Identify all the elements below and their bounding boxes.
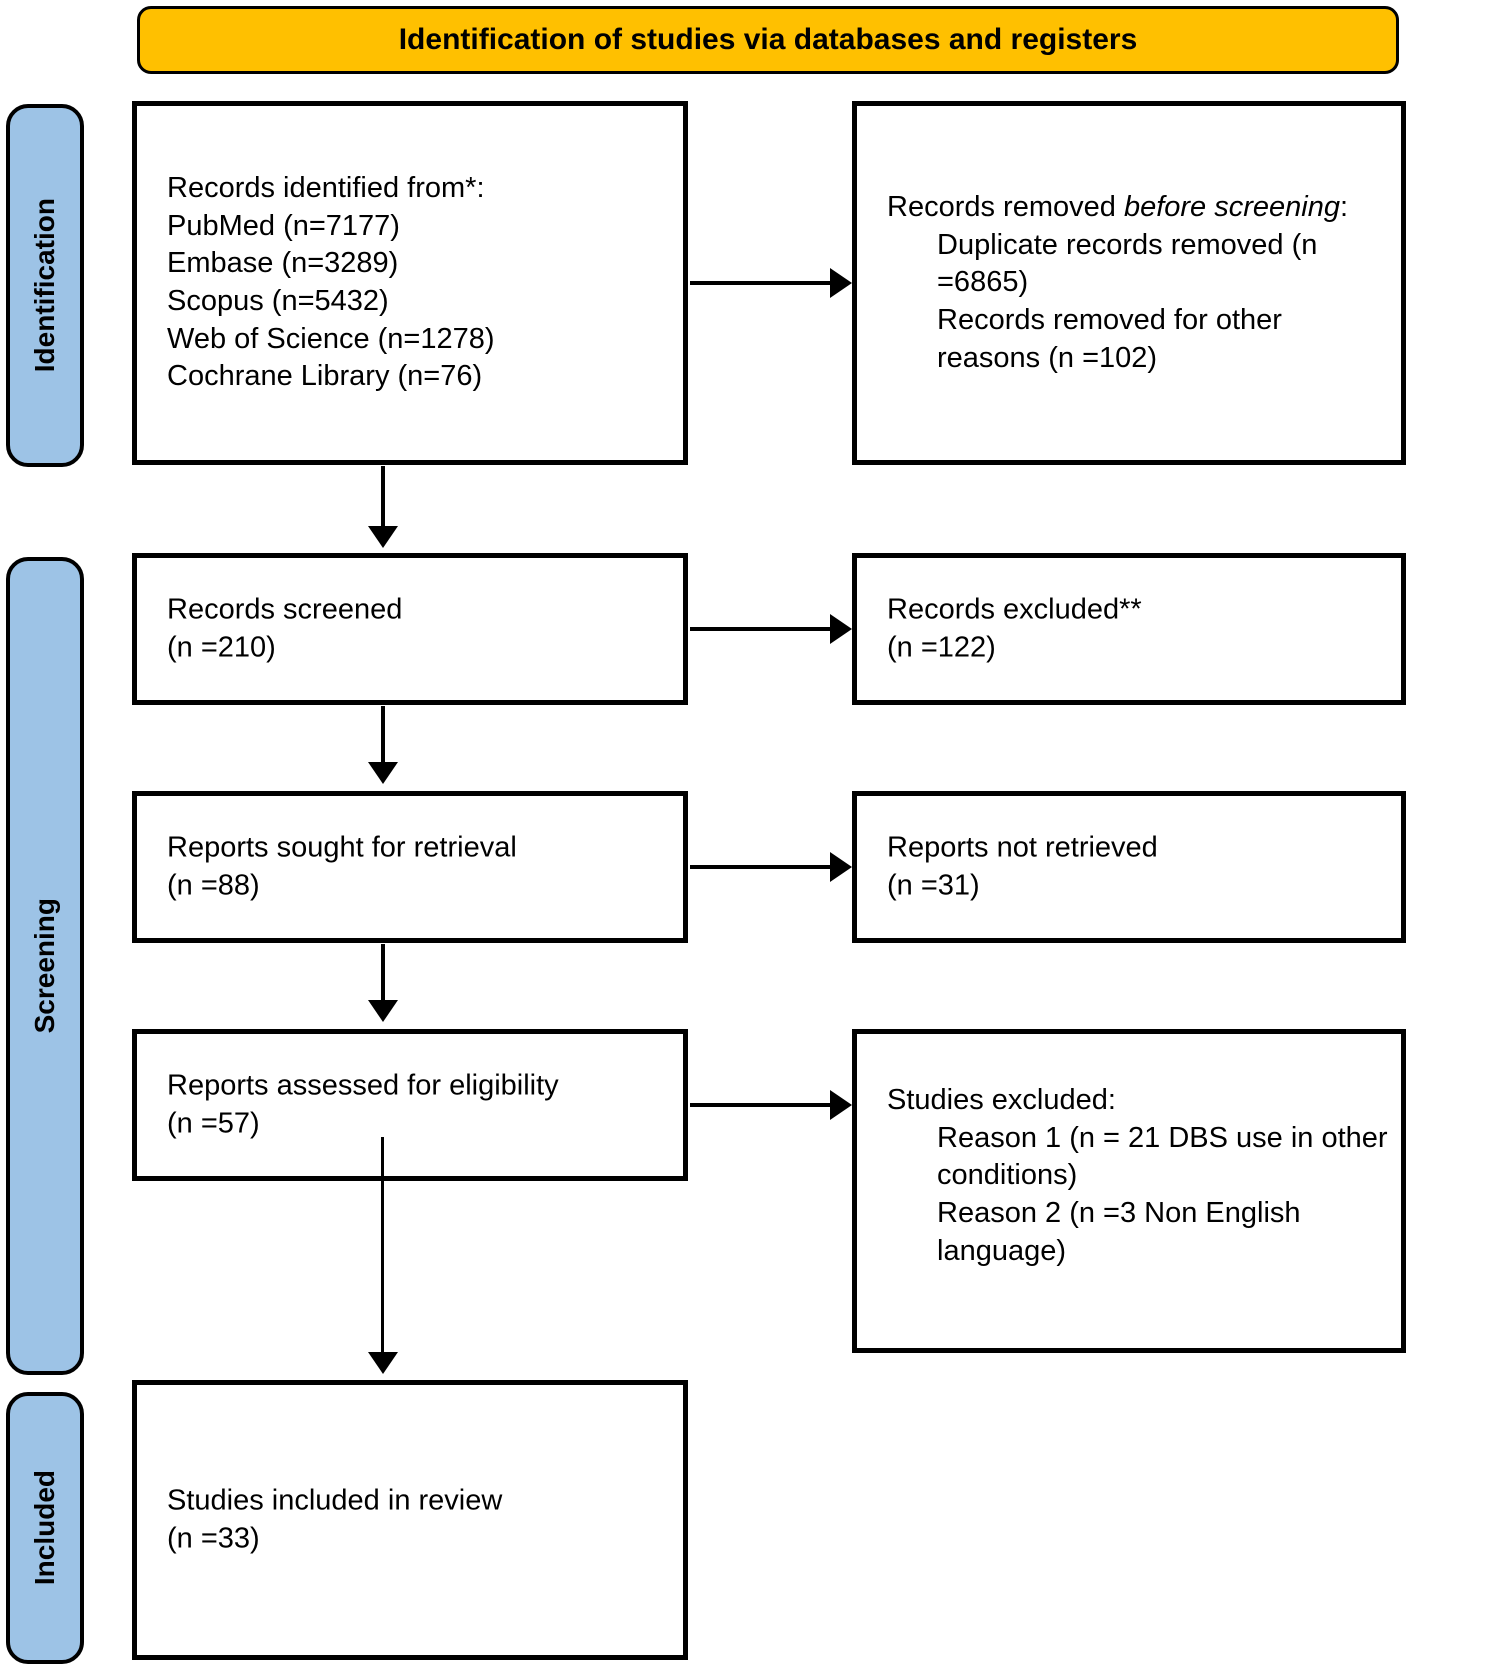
- reports-sought-text: Reports sought for retrieval (n =88): [167, 829, 671, 904]
- stage-label-included: Included: [29, 1470, 60, 1586]
- stage-band-screening: Screening: [6, 557, 84, 1375]
- reports-not-retrieved-label: Reports not retrieved: [887, 831, 1158, 864]
- connector-screened-to-excluded-line: [690, 627, 830, 631]
- connector-eligibility-to-studiesexcluded-line: [690, 1103, 830, 1107]
- records-removed-text: Records removed before screening: Duplica…: [887, 189, 1389, 377]
- studies-excluded-reason-1: Reason 1 (n = 21 DBS use in other condit…: [937, 1121, 1396, 1192]
- reports-not-retrieved-text: Reports not retrieved (n =31): [887, 829, 1389, 904]
- stage-band-included: Included: [6, 1392, 84, 1664]
- box-studies-excluded: Studies excluded: Reason 1 (n = 21 DBS us…: [852, 1029, 1406, 1353]
- connector-eligibility-to-studiesexcluded-arrow: [830, 1090, 852, 1120]
- studies-excluded-label: Studies excluded:: [887, 1084, 1116, 1116]
- box-reports-assessed-for-eligibility: Reports assessed for eligibility (n =57): [132, 1029, 688, 1181]
- stage-band-identification: Identification: [6, 104, 84, 467]
- studies-excluded-text: Studies excluded:Reason 1 (n = 21 DBS us…: [887, 1082, 1389, 1270]
- diagram-header-banner: Identification of studies via databases …: [137, 6, 1399, 74]
- records-screened-text: Records screened (n =210): [167, 591, 671, 666]
- records-excluded-text: Records excluded** (n =122): [887, 591, 1389, 666]
- records-excluded-label: Records excluded**: [887, 593, 1142, 626]
- connector-sought-to-eligibility-arrow: [368, 1000, 398, 1022]
- box-records-identified: Records identified from*: PubMed (n=7177…: [132, 101, 688, 465]
- records-removed-lead: Records removed: [887, 190, 1124, 223]
- reports-assessed-count: (n =57): [167, 1107, 260, 1139]
- connector-sought-to-notretrieved-arrow: [830, 852, 852, 882]
- reports-assessed-label: Reports assessed for eligibility: [167, 1069, 559, 1102]
- reports-sought-label: Reports sought for retrieval: [167, 831, 517, 864]
- records-screened-label: Records screened: [167, 593, 403, 626]
- diagram-title: Identification of studies via databases …: [398, 23, 1138, 56]
- connector-screened-to-sought-line: [381, 706, 385, 762]
- records-removed-item-duplicates: Duplicate records removed (n =6865): [937, 228, 1326, 299]
- records-removed-colon: :: [1339, 190, 1349, 223]
- records-removed-item-other: Records removed for other reasons (n =10…: [937, 303, 1290, 374]
- box-reports-sought-for-retrieval: Reports sought for retrieval (n =88): [132, 791, 688, 943]
- connector-identified-to-screened-arrow: [368, 526, 398, 548]
- records-screened-count: (n =210): [167, 631, 276, 663]
- records-identified-text: Records identified from*: PubMed (n=7177…: [167, 171, 495, 393]
- stage-label-identification: Identification: [29, 198, 60, 373]
- connector-identified-to-removed-line: [690, 281, 830, 285]
- connector-eligibility-to-included-arrow: [368, 1352, 398, 1374]
- box-records-screened: Records screened (n =210): [132, 553, 688, 705]
- studies-included-count: (n =33): [167, 1522, 260, 1554]
- connector-screened-to-sought-arrow: [368, 762, 398, 784]
- connector-eligibility-to-included-line: [381, 1137, 384, 1352]
- connector-sought-to-notretrieved-line: [690, 865, 830, 869]
- connector-sought-to-eligibility-line: [381, 944, 385, 1000]
- reports-not-retrieved-count: (n =31): [887, 869, 980, 901]
- connector-identified-to-screened-line: [381, 466, 385, 526]
- studies-excluded-reason-2: Reason 2 (n =3 Non English language): [937, 1197, 1309, 1267]
- studies-included-text: Studies included in review (n =33): [167, 1482, 671, 1557]
- reports-assessed-text: Reports assessed for eligibility (n =57): [167, 1067, 671, 1142]
- connector-identified-to-removed-arrow: [830, 268, 852, 298]
- box-studies-included-in-review: Studies included in review (n =33): [132, 1380, 688, 1660]
- box-reports-not-retrieved: Reports not retrieved (n =31): [852, 791, 1406, 943]
- connector-screened-to-excluded-arrow: [830, 614, 852, 644]
- box-records-removed-before-screening: Records removed before screening: Duplica…: [852, 101, 1406, 465]
- records-excluded-count: (n =122): [887, 631, 996, 663]
- reports-sought-count: (n =88): [167, 869, 260, 901]
- studies-included-label: Studies included in review: [167, 1484, 503, 1517]
- stage-label-screening: Screening: [29, 898, 60, 1034]
- records-removed-lead-italic: before screening: [1123, 190, 1340, 223]
- box-records-excluded: Records excluded** (n =122): [852, 553, 1406, 705]
